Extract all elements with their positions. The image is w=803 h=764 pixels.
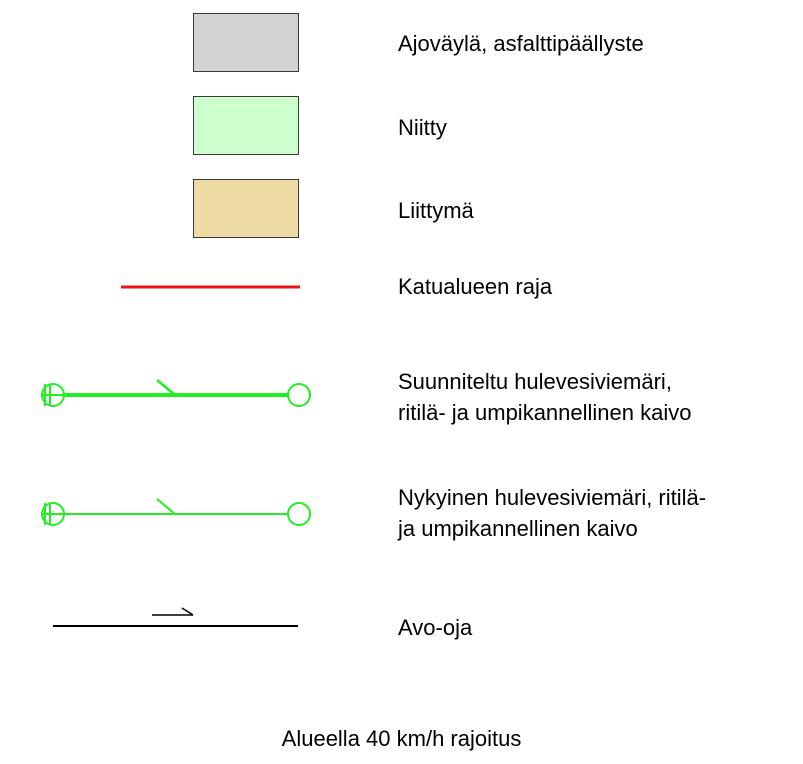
- road-label: Ajoväylä, asfalttipäällyste: [398, 31, 644, 56]
- speed-limit-note: Alueella 40 km/h rajoitus: [281, 726, 522, 751]
- planned-storm-sewer-symbol: [41, 379, 311, 407]
- existing-storm-sewer-label-line-2: ja umpikannellinen kaivo: [398, 516, 638, 541]
- existing-storm-sewer-label-line-1: Nykyinen hulevesiviemäri, ritilä-: [398, 485, 707, 510]
- existing-storm-sewer-symbol: [41, 498, 311, 526]
- meadow-label: Niitty: [398, 115, 447, 140]
- meadow-swatch: [193, 96, 299, 155]
- junction-swatch: [193, 179, 299, 238]
- open-ditch-label: Avo-oja: [398, 615, 473, 640]
- planned-storm-sewer-label-line-1: Suunniteltu hulevesiviemäri,: [398, 369, 672, 394]
- open-ditch-symbol: [53, 607, 298, 627]
- road-swatch: [193, 13, 299, 72]
- junction-label: Liittymä: [398, 198, 474, 223]
- street-boundary-label: Katualueen raja: [398, 274, 553, 299]
- planned-storm-sewer-label-line-2: ritilä- ja umpikannellinen kaivo: [398, 400, 692, 425]
